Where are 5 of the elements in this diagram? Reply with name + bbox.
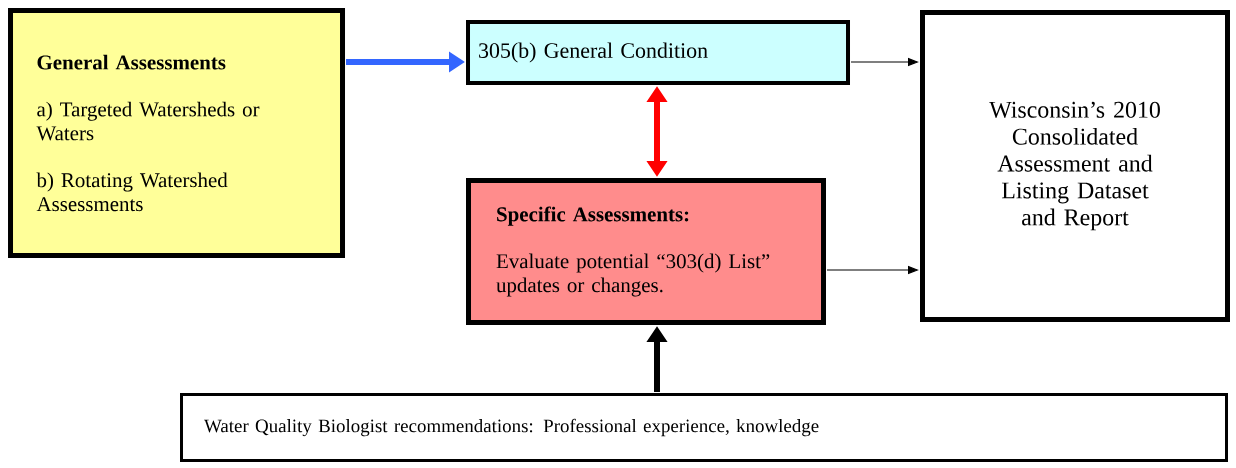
input-box: Water Quality Biologist recommendations: Professional experience, knowledge: [180, 393, 1228, 462]
assessment-box: General Assessments a) Targeted Watersheds or Waters b) Rotating Watershed Assessments: [8, 8, 345, 258]
assessment-box: Specific Assessments: Evaluate potential “303(d) List” updates or changes.: [466, 178, 826, 325]
process-box: 305(b) General Condition: [466, 20, 850, 85]
output-box: Wisconsin’s 2010 Consolidated Assessment and Listing Dataset and Report: [920, 10, 1230, 322]
